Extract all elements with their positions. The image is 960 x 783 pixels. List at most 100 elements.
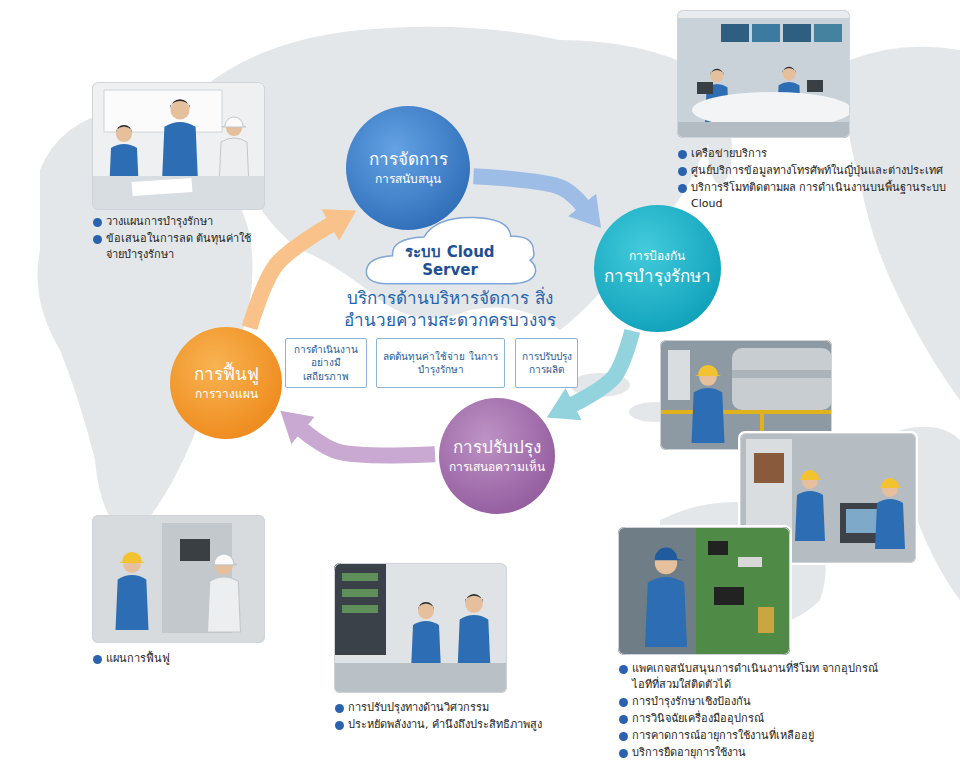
- node-text-group: การปรับปรุง การผลิต: [520, 350, 573, 377]
- circle-shape: [170, 327, 282, 439]
- node-text-group: ลดต้นทุนค่าใช้จ่าย ในการบำรุงรักษา: [381, 350, 500, 377]
- bullet-item: การคาดการณ์อายุการใช้งานที่เหลืออยู่: [618, 728, 898, 744]
- stage-circle: การป้องกันการบำรุงรักษา: [594, 205, 721, 332]
- photo-machinery: [692, 365, 725, 443]
- photo-panel: [116, 552, 149, 630]
- bullet-list: การปรับปรุงทางด้านวิศวกรรมประหยัดพลังงาน…: [334, 700, 544, 734]
- photo-engineering: [458, 594, 491, 670]
- bullet-item: การบำรุงรักษาเชิงป้องกัน: [618, 694, 898, 710]
- photo-circuit: [618, 527, 790, 655]
- node-text-group: การจัดการการสนับสนุน: [369, 148, 448, 187]
- photo-meeting: [132, 178, 193, 196]
- bullet-item: แพคเกจสนับสนุนการดำเนินงานที่รีโมท จากอุ…: [618, 661, 898, 693]
- node-label: การป้องกัน: [604, 248, 711, 264]
- cycle-arrow: [473, 176, 582, 205]
- photo-circuit: [616, 525, 792, 657]
- node-text-group: ระบบ Cloud Server: [394, 243, 506, 281]
- node-text-group: การฟื้นฟูการวางแผน: [194, 363, 259, 402]
- bullet-item: บริการรีโมทติดตามผล การดำเนินงานบนพื้นฐา…: [677, 180, 953, 212]
- benefit-box: ลดต้นทุนค่าใช้จ่าย ในการบำรุงรักษา: [376, 338, 505, 388]
- circle-shape: [346, 106, 470, 230]
- photo-engineering: [334, 563, 507, 693]
- photo-panel: [93, 516, 265, 643]
- photo-engineering: [334, 563, 507, 693]
- world-map: [200, 27, 715, 330]
- node-label: ลดต้นทุนค่าใช้จ่าย ในการบำรุงรักษา: [381, 350, 500, 377]
- bullet-item: แผนการฟื้นฟู: [92, 651, 272, 667]
- photo-control-room: [783, 24, 811, 42]
- photo-panel: [180, 539, 210, 561]
- photo-engineering: [335, 564, 507, 693]
- benefit-box: การปรับปรุง การผลิต: [515, 338, 578, 388]
- bullet-item: ประหยัดพลังงาน, คำนึงถึงประสิทธิภาพสูง: [334, 717, 544, 733]
- node-label: การดำเนินงาน อย่างมีเสถียรภาพ: [290, 343, 362, 384]
- photo-panel: [92, 515, 265, 643]
- photo-circuit: [696, 527, 790, 655]
- photo-cabinet: [875, 478, 905, 549]
- photo-control-room: [814, 24, 842, 42]
- photo-cabinet: [754, 453, 784, 483]
- stage-circle: การปรับปรุงการเสนอความเห็น: [439, 398, 555, 514]
- photo-engineering: [334, 563, 507, 693]
- photo-control-room: [678, 11, 850, 138]
- photo-circuit: [758, 607, 774, 633]
- bullet-item: การวินิจฉัยเครื่องมืออุปกรณ์: [618, 711, 898, 727]
- photo-circuit: [618, 527, 790, 655]
- photo-meeting: [92, 176, 265, 210]
- bullet-item: การปรับปรุงทางด้านวิศวกรรม: [334, 700, 544, 716]
- cycle-arrow: [303, 430, 435, 455]
- photo-meeting: [93, 83, 265, 210]
- node-label: การวางแผน: [194, 386, 259, 402]
- node-text-group: การปรับปรุงการเสนอความเห็น: [449, 436, 545, 475]
- photo-meeting: [162, 99, 198, 182]
- photo-control-room: [677, 10, 852, 138]
- photo-engineering: [334, 563, 386, 655]
- photo-machinery: [732, 370, 832, 378]
- bullet-list: วางแผนการบำรุงรักษาข้อเสนอในการลด ต้นทุน…: [92, 214, 264, 264]
- photo-control-room: [721, 24, 749, 42]
- photo-control-room: [752, 24, 780, 42]
- photo-engineering: [342, 605, 378, 613]
- bullet-list: แผนการฟื้นฟู: [92, 651, 272, 668]
- stage-circle: การจัดการการสนับสนุน: [346, 106, 470, 230]
- cloud-node: ระบบ Cloud Server: [363, 214, 537, 286]
- photo-engineering: [342, 573, 378, 581]
- photo-circuit: [616, 525, 792, 657]
- circle-shape: [594, 205, 721, 332]
- photo-control-room: [677, 10, 850, 18]
- bullet-list: เครือข่ายบริการศูนย์บริการข้อมูลทางโทรศั…: [677, 146, 953, 213]
- photo-circuit: [619, 528, 790, 655]
- photo-panel: [92, 515, 265, 643]
- photo-meeting: [92, 82, 265, 210]
- node-label: การปรับปรุง: [449, 436, 545, 459]
- circle-shape: [439, 398, 555, 514]
- photo-machinery: [668, 350, 690, 400]
- photo-control-room: [677, 122, 850, 138]
- photo-engineering: [334, 663, 507, 693]
- photo-machinery: [732, 348, 832, 410]
- bullet-item: วางแผนการบำรุงรักษา: [92, 214, 264, 230]
- node-label: การปรับปรุง การผลิต: [520, 350, 573, 377]
- photo-meeting: [92, 82, 265, 210]
- cloud-shape: [366, 218, 535, 284]
- bullet-item: ศูนย์บริการข้อมูลทางโทรศัพท์ในญี่ปุ่นและ…: [677, 163, 953, 179]
- node-label: การสนับสนุน: [369, 171, 448, 187]
- node-label: การฟื้นฟู: [194, 363, 259, 386]
- cycle-arrow: [573, 331, 632, 405]
- photo-circuit: [708, 541, 728, 555]
- photo-meeting: [92, 82, 265, 210]
- photo-cabinet: [795, 470, 825, 541]
- node-text-group: การดำเนินงาน อย่างมีเสถียรภาพ: [290, 343, 362, 384]
- photo-panel: [208, 554, 241, 632]
- benefit-box: การดำเนินงาน อย่างมีเสถียรภาพ: [285, 338, 367, 389]
- photo-circuit: [714, 587, 744, 605]
- photo-panel: [92, 515, 265, 643]
- bullet-item: บริการยืดอายุการใช้งาน: [618, 745, 898, 761]
- stage-circle: การฟื้นฟูการวางแผน: [170, 327, 282, 439]
- photo-engineering: [342, 589, 378, 597]
- photo-circuit: [738, 557, 762, 567]
- photo-machinery: [660, 410, 832, 414]
- photo-control-room: [677, 10, 850, 138]
- diagram-title: บริการด้านบริหารจัดการ สิ่งอำนวยความสะดว…: [325, 287, 575, 331]
- world-map: [847, 47, 960, 400]
